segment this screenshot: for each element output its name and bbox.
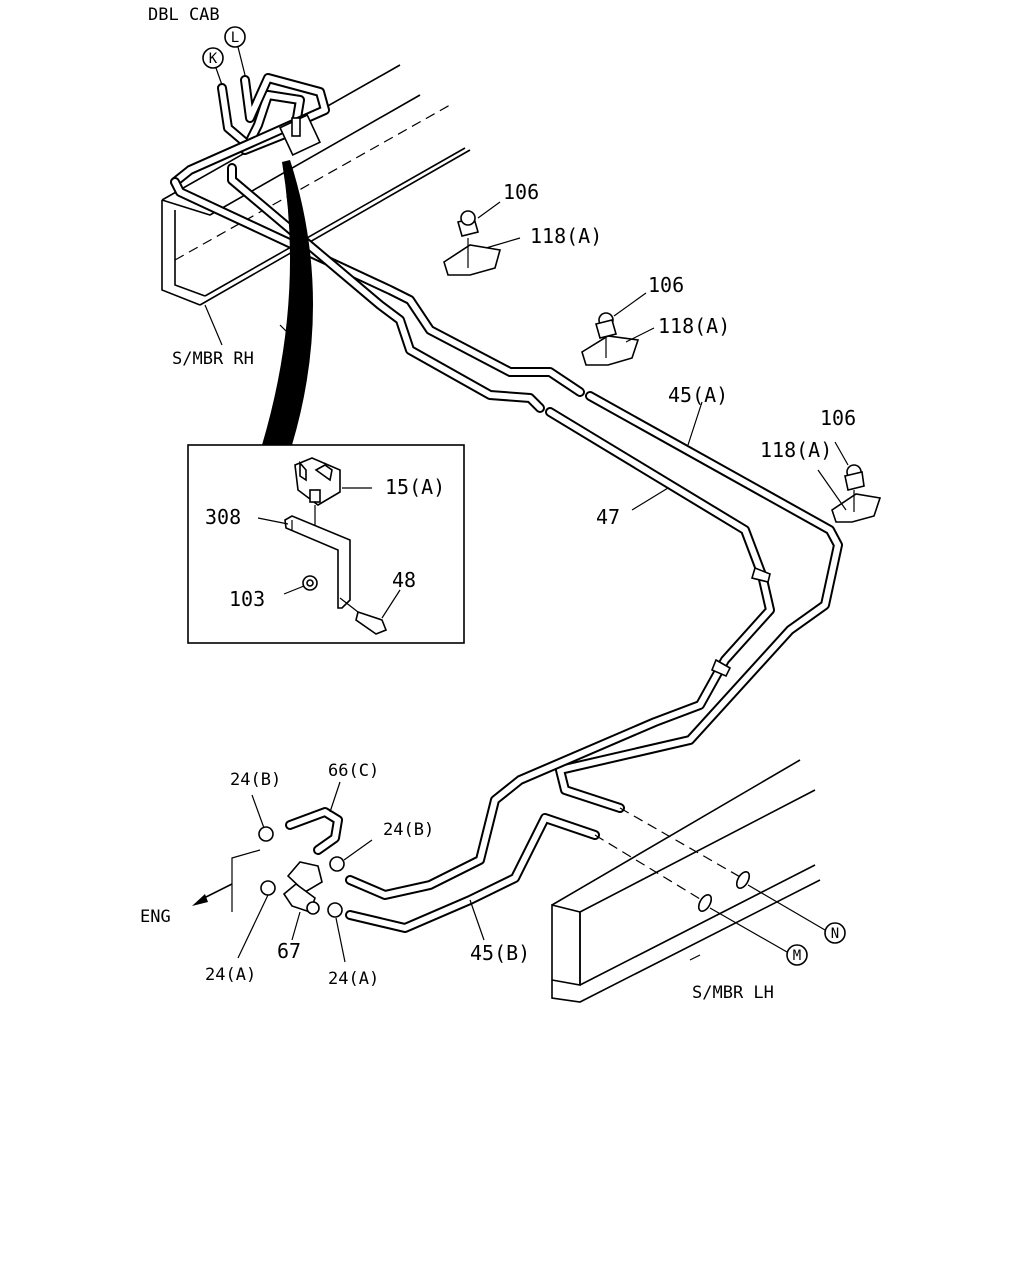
dashline-n xyxy=(619,807,743,879)
leader-smbr-rh-2 xyxy=(204,304,223,346)
label-118a-1: 118(A) xyxy=(530,224,602,248)
leader-smbr-lh xyxy=(689,954,701,961)
svg-text:M: M xyxy=(793,948,801,964)
side-member-rh xyxy=(161,64,471,306)
label-15a: 15(A) xyxy=(385,475,445,499)
label-48: 48 xyxy=(392,568,416,592)
label-24b-1: 24(B) xyxy=(230,770,281,790)
label-66c: 66(C) xyxy=(328,761,379,781)
pipe-47 xyxy=(227,163,775,900)
side-member-lh xyxy=(551,759,821,1003)
label-24b-2: 24(B) xyxy=(383,820,434,840)
marker-m: M xyxy=(786,944,808,966)
label-24a-2: 24(A) xyxy=(328,969,379,989)
svg-text:L: L xyxy=(231,30,239,46)
label-24a-1: 24(A) xyxy=(205,965,256,985)
label-308: 308 xyxy=(205,505,241,529)
label-118a-3: 118(A) xyxy=(760,438,832,462)
engine-hoses xyxy=(192,781,485,963)
label-67: 67 xyxy=(277,939,301,963)
pipe-45b xyxy=(345,813,600,933)
label-106-1: 106 xyxy=(503,180,539,204)
callout-arc xyxy=(262,160,314,445)
pipe-45a xyxy=(170,177,843,813)
leader-47 xyxy=(631,487,669,511)
cab-pipes xyxy=(170,73,330,187)
clip-group-3 xyxy=(817,441,882,523)
label-118a-2: 118(A) xyxy=(658,314,730,338)
svg-text:N: N xyxy=(831,926,839,942)
leader-45a xyxy=(687,401,703,446)
detail-box xyxy=(187,444,465,644)
label-45a: 45(A) xyxy=(668,383,728,407)
grommet-m xyxy=(697,894,713,912)
label-103: 103 xyxy=(229,587,265,611)
label-45b: 45(B) xyxy=(470,941,530,965)
leader-m xyxy=(709,907,788,953)
label-smbr-lh: S/MBR LH xyxy=(692,983,774,1003)
dashline-m xyxy=(594,834,706,903)
grommet-n xyxy=(735,871,751,889)
label-106-2: 106 xyxy=(648,273,684,297)
clip-group-2 xyxy=(581,292,655,366)
leader-n xyxy=(747,884,826,931)
marker-l: L xyxy=(224,26,246,76)
label-smbr-rh: S/MBR RH xyxy=(172,349,254,369)
label-dbl-cab: DBL CAB xyxy=(148,5,220,25)
label-eng: ENG xyxy=(140,907,171,927)
clip-group-1 xyxy=(443,201,521,276)
svg-text:K: K xyxy=(209,51,218,67)
marker-n: N xyxy=(824,922,846,944)
label-106-3: 106 xyxy=(820,406,856,430)
label-47: 47 xyxy=(596,505,620,529)
marker-k: K xyxy=(202,47,224,86)
